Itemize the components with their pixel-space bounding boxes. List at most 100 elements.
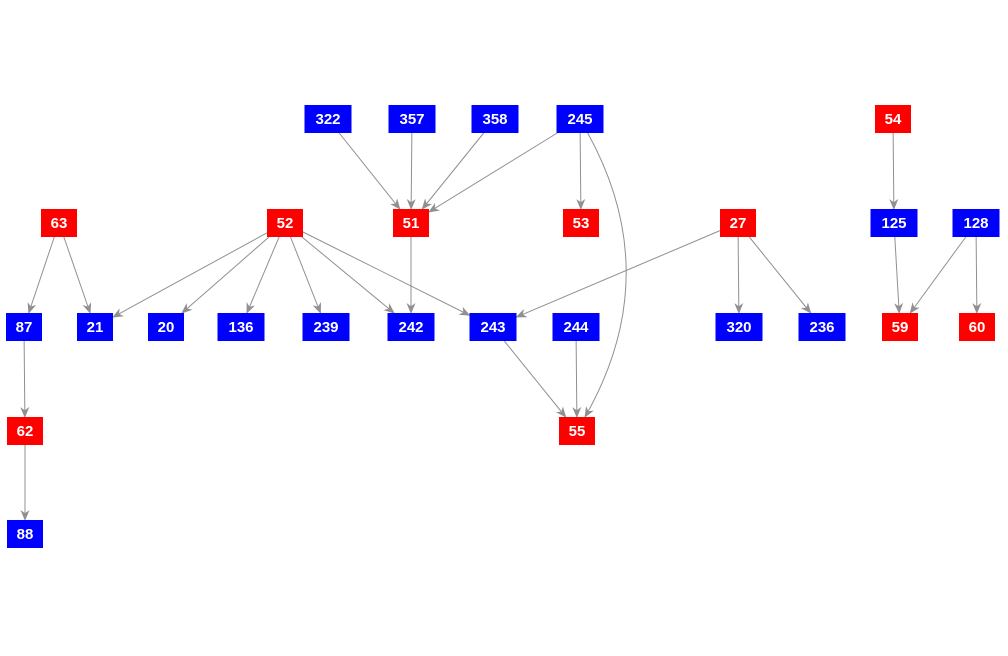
node-label-21: 21 [87,319,104,336]
node-label-357: 357 [399,111,424,128]
graph-node-245: 245 [556,105,604,133]
graph-node-60: 60 [959,313,995,341]
edge-27-320 [734,236,744,314]
node-box-236 [798,313,846,341]
edge-128-59 [909,236,967,314]
edge-52-20 [181,236,270,314]
edge-27-243 [515,230,721,318]
edge-245-51 [428,132,558,213]
edge-52-242 [301,236,395,314]
node-label-87: 87 [16,319,33,336]
node-label-236: 236 [809,319,834,336]
graph-node-21: 21 [77,313,113,341]
node-box-20 [148,313,184,341]
node-box-136 [217,313,265,341]
node-label-245: 245 [567,111,592,128]
graph-node-53: 53 [563,209,599,237]
graph-node-87: 87 [6,313,42,341]
graph-node-51: 51 [393,209,429,237]
node-label-62: 62 [17,423,34,440]
node-label-320: 320 [726,319,751,336]
edge-244-55 [572,340,582,418]
edge-322-51 [338,132,401,210]
node-box-242 [387,313,435,341]
node-box-87 [6,313,42,341]
node-box-54 [875,105,911,133]
node-box-62 [7,417,43,445]
nodes-layer: 322 357 358 245 54 63 52 51 53 27 125 128 87 21 20 136 2… [6,105,1000,548]
node-label-322: 322 [315,111,340,128]
node-label-60: 60 [969,319,986,336]
graph-node-239: 239 [302,313,350,341]
node-box-357 [388,105,436,133]
node-box-27 [720,209,756,237]
graph-node-27: 27 [720,209,756,237]
edge-358-51 [421,132,485,210]
graph-node-357: 357 [388,105,436,133]
node-label-244: 244 [563,319,589,336]
graph-node-88: 88 [7,520,43,548]
node-box-88 [7,520,43,548]
graph-node-55: 55 [559,417,595,445]
node-box-245 [556,105,604,133]
edge-27-236 [748,236,812,314]
node-label-88: 88 [17,526,34,543]
graph-node-320: 320 [715,313,763,341]
graph-node-59: 59 [882,313,918,341]
graph-node-54: 54 [875,105,911,133]
graph-node-244: 244 [552,313,600,341]
node-box-244 [552,313,600,341]
graph-node-63: 63 [41,209,77,237]
node-box-21 [77,313,113,341]
edge-52-21 [112,232,268,318]
node-box-128 [952,209,1000,237]
node-label-242: 242 [398,319,423,336]
edges-layer [20,132,982,521]
edge-245-53 [576,132,586,210]
graph-node-243: 243 [469,313,517,341]
node-box-60 [959,313,995,341]
node-label-54: 54 [885,111,902,128]
graph-node-52: 52 [267,209,303,237]
node-box-320 [715,313,763,341]
edge-245-55 [584,132,627,418]
node-label-51: 51 [403,215,420,232]
graph-node-125: 125 [870,209,918,237]
node-label-358: 358 [482,111,507,128]
node-box-55 [559,417,595,445]
graph-node-242: 242 [387,313,435,341]
edge-128-60 [972,236,982,314]
edge-54-125 [889,132,899,210]
edge-87-62 [20,340,30,418]
node-box-63 [41,209,77,237]
node-box-52 [267,209,303,237]
graph-node-62: 62 [7,417,43,445]
node-label-63: 63 [51,215,68,232]
edge-125-59 [894,236,904,314]
node-label-136: 136 [228,319,253,336]
node-label-55: 55 [569,423,586,440]
edge-52-243 [302,231,471,316]
node-box-51 [393,209,429,237]
node-label-59: 59 [892,319,909,336]
node-box-53 [563,209,599,237]
node-label-128: 128 [963,215,988,232]
node-label-239: 239 [313,319,338,336]
node-box-59 [882,313,918,341]
node-label-20: 20 [158,319,175,336]
edge-357-51 [406,132,416,210]
node-box-243 [469,313,517,341]
node-box-322 [304,105,352,133]
edge-52-239 [290,236,321,314]
edge-52-136 [246,236,280,314]
graph-node-128: 128 [952,209,1000,237]
node-label-27: 27 [730,215,747,232]
node-label-243: 243 [480,319,505,336]
graph-node-322: 322 [304,105,352,133]
node-label-52: 52 [277,215,294,232]
graph-node-136: 136 [217,313,265,341]
graph-node-20: 20 [148,313,184,341]
graph-node-236: 236 [798,313,846,341]
